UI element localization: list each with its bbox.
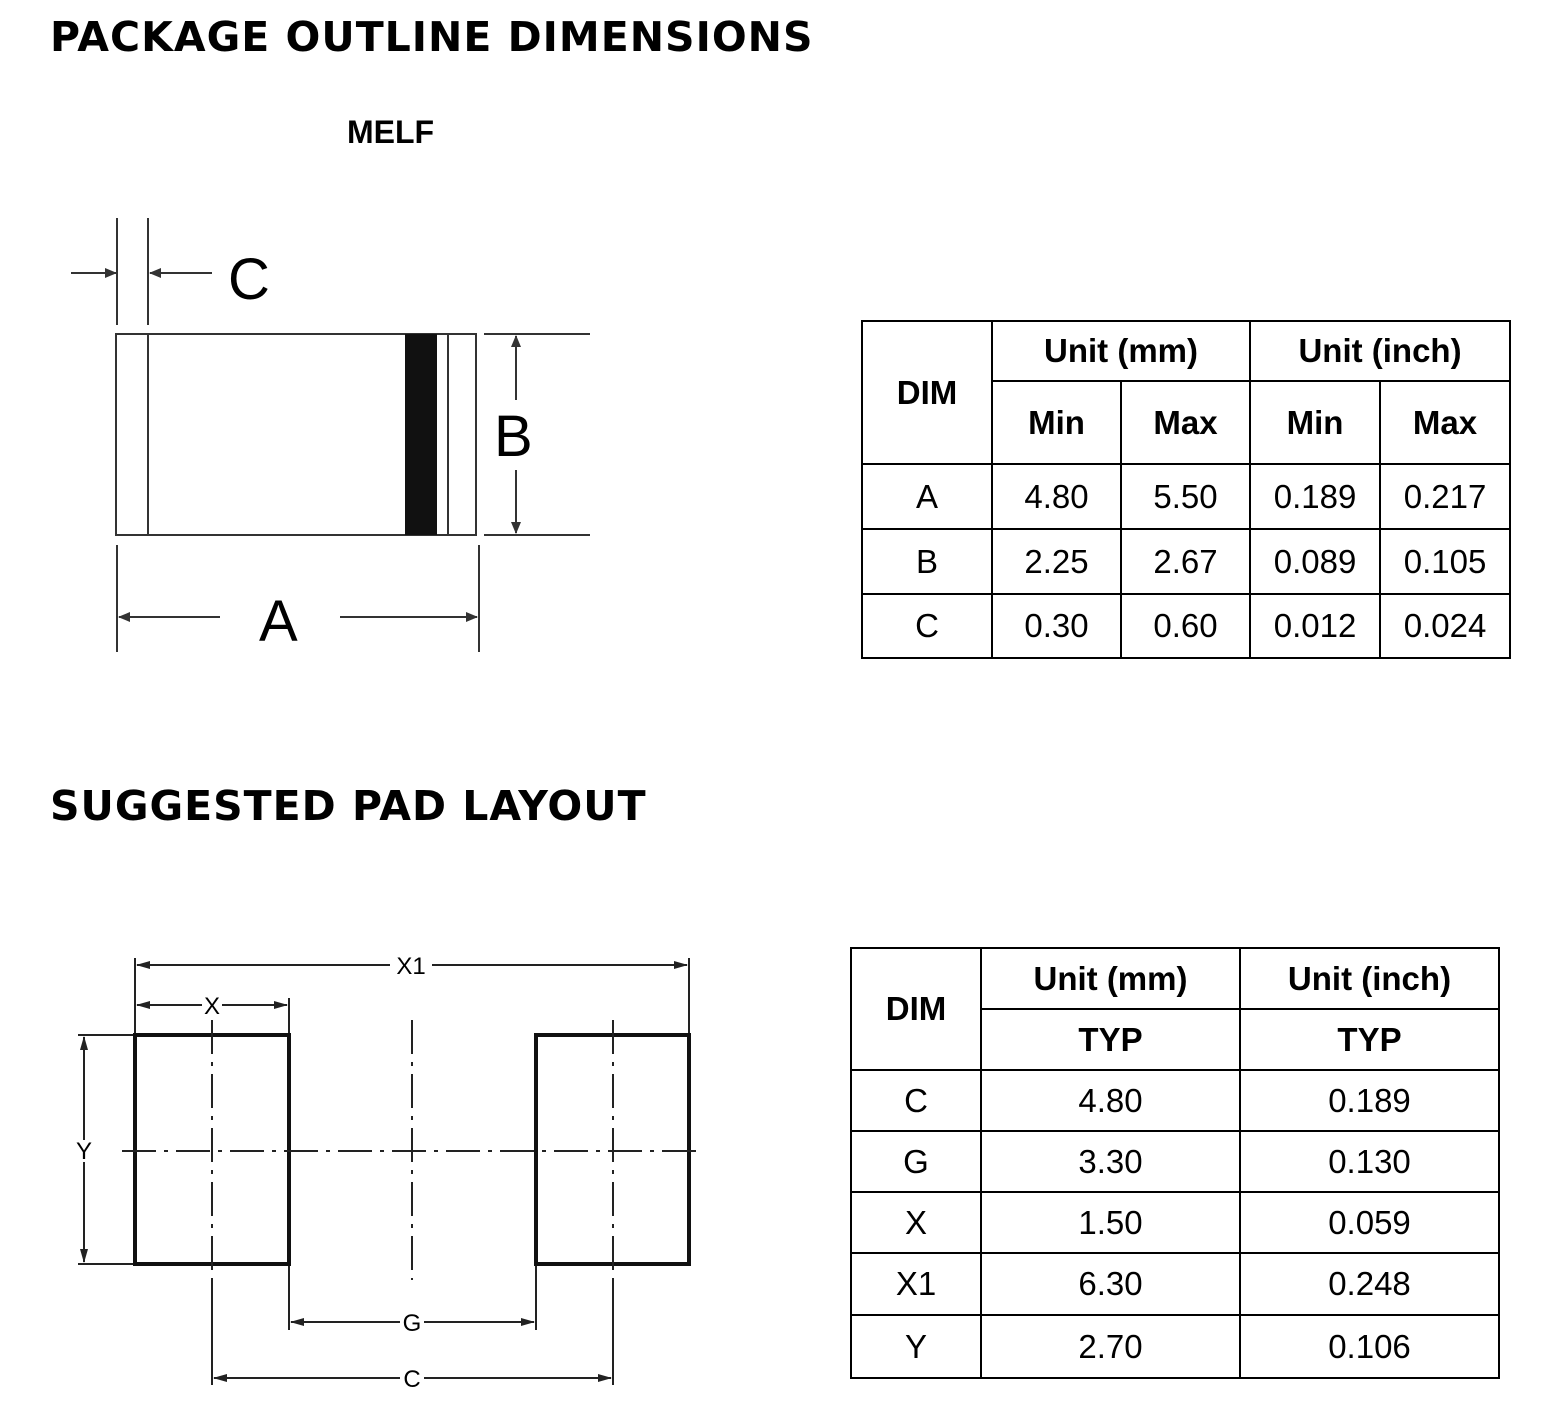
pad-layout-heading: SUGGESTED PAD LAYOUT (50, 782, 647, 830)
cathode-band (405, 334, 437, 535)
value-cell: 4.80 (980, 1069, 1241, 1132)
y-dim-label: Y (76, 1138, 92, 1165)
table-row: C 0.30 0.60 0.012 0.024 (861, 593, 1512, 659)
inch-max-header: Max (1379, 380, 1512, 465)
pad-dimension-table: DIM Unit (mm) Unit (inch) TYP TYP C 4.80… (850, 947, 1500, 1379)
table-row: X 1.50 0.059 (850, 1191, 1500, 1254)
value-cell: 0.089 (1249, 528, 1382, 595)
value-cell: 0.012 (1249, 593, 1382, 659)
unit-inch-header: Unit (inch) (1249, 320, 1512, 382)
package-outline-heading: PACKAGE OUTLINE DIMENSIONS (50, 13, 814, 61)
value-cell: 3.30 (980, 1130, 1241, 1193)
x-dim-label: X (204, 993, 220, 1020)
b-dim-label: B (494, 404, 533, 469)
table-row: C 4.80 0.189 (850, 1069, 1500, 1132)
value-cell: 2.25 (991, 528, 1122, 595)
table-row: B 2.25 2.67 0.089 0.105 (861, 528, 1512, 595)
mm-typ-header: TYP (980, 1008, 1241, 1071)
value-cell: 0.189 (1239, 1069, 1500, 1132)
table-row: Y 2.70 0.106 (850, 1314, 1500, 1379)
inch-typ-header: TYP (1239, 1008, 1500, 1071)
value-cell: 0.105 (1379, 528, 1512, 595)
value-cell: 2.70 (980, 1314, 1241, 1379)
value-cell: 1.50 (980, 1191, 1241, 1254)
dim-cell: B (861, 528, 993, 595)
unit-inch-header: Unit (inch) (1239, 947, 1500, 1010)
value-cell: 0.189 (1249, 463, 1382, 530)
package-name: MELF (347, 114, 435, 150)
value-cell: 0.130 (1239, 1130, 1500, 1193)
c-dimension (71, 218, 212, 325)
x1-dim-label: X1 (396, 953, 425, 980)
mm-max-header: Max (1119, 380, 1252, 465)
a-dimension (116, 545, 480, 652)
extension-lines (78, 958, 690, 1385)
value-cell: 0.106 (1239, 1314, 1500, 1379)
value-cell: 4.80 (991, 463, 1122, 530)
c-dim-label: C (228, 247, 270, 312)
dim-cell: C (861, 593, 993, 659)
value-cell: 0.60 (1119, 593, 1252, 659)
value-cell: 0.248 (1239, 1252, 1500, 1316)
dim-cell: A (861, 463, 993, 530)
a-dim-label: A (259, 589, 298, 654)
table-row: G 3.30 0.130 (850, 1130, 1500, 1193)
value-cell: 0.024 (1379, 593, 1512, 659)
inch-min-header: Min (1249, 380, 1382, 465)
dim-cell: C (850, 1069, 982, 1132)
table-row: A 4.80 5.50 0.189 0.217 (861, 463, 1512, 530)
dim-header: DIM (850, 947, 982, 1071)
mm-min-header: Min (991, 380, 1122, 465)
dim-cell: X1 (850, 1252, 982, 1316)
unit-mm-header: Unit (mm) (990, 320, 1252, 382)
g-dim-label: G (403, 1310, 422, 1337)
b-dimension (484, 333, 590, 536)
melf-body (115, 333, 477, 536)
value-cell: 6.30 (980, 1252, 1241, 1316)
dim-header: DIM (861, 320, 993, 465)
value-cell: 0.30 (991, 593, 1122, 659)
center-lines (122, 1020, 703, 1280)
c-pad-dim-label: C (403, 1366, 420, 1393)
value-cell: 5.50 (1119, 463, 1252, 530)
unit-mm-header: Unit (mm) (980, 947, 1241, 1010)
value-cell: 2.67 (1119, 528, 1252, 595)
dim-cell: X (850, 1191, 982, 1254)
value-cell: 0.059 (1239, 1191, 1500, 1254)
package-dimension-table: DIM Unit (mm) Unit (inch) Min Max Min Ma… (861, 320, 1512, 659)
table-row: X1 6.30 0.248 (850, 1252, 1500, 1316)
dim-cell: Y (850, 1314, 982, 1379)
dim-cell: G (850, 1130, 982, 1193)
value-cell: 0.217 (1379, 463, 1512, 530)
